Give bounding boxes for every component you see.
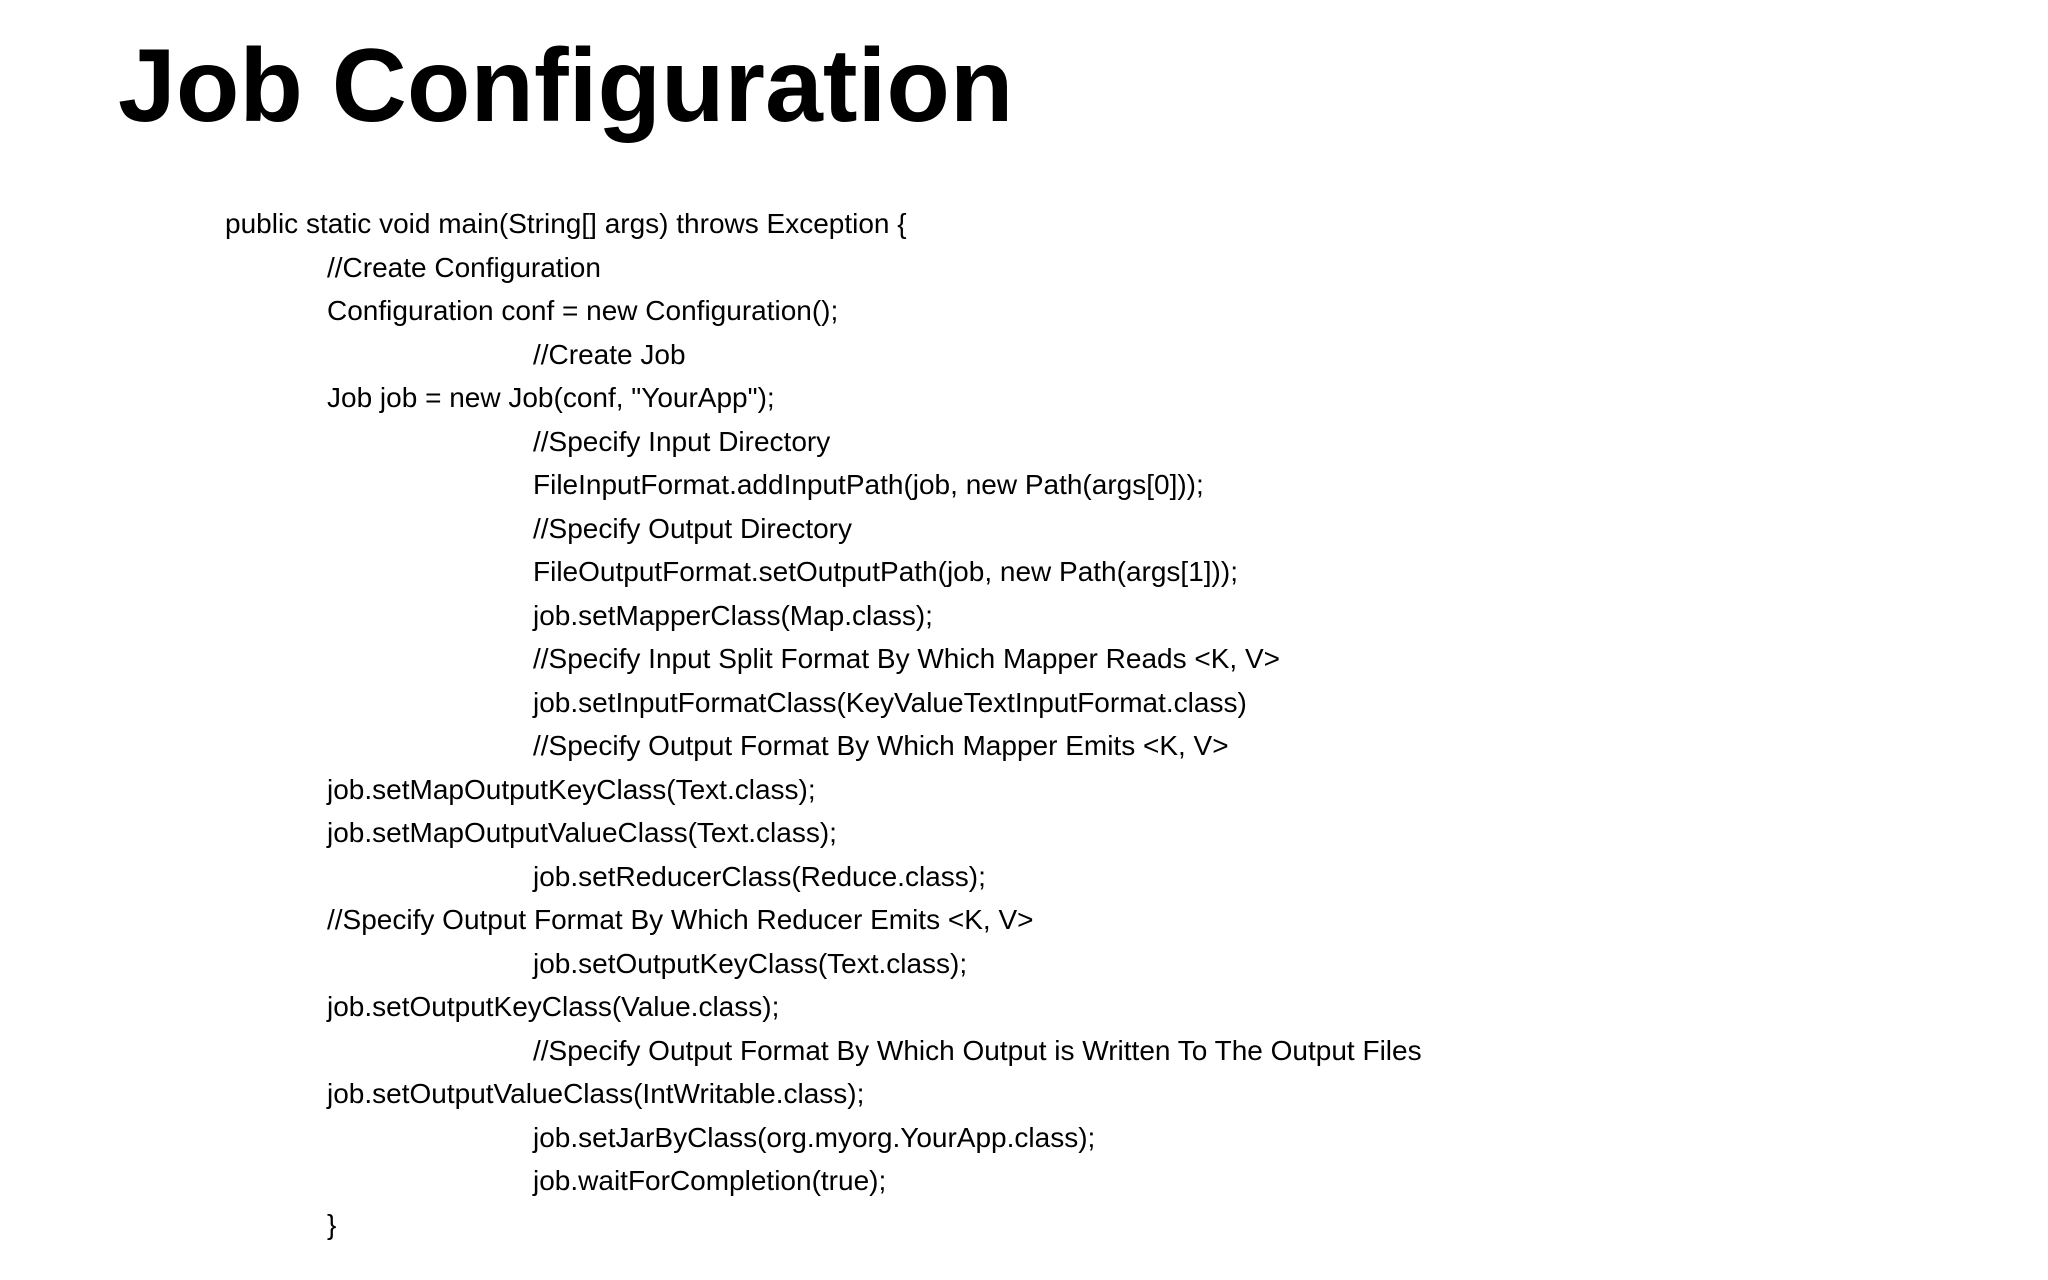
code-line: job.setOutputValueClass(IntWritable.clas… [327,1078,865,1109]
code-line: job.setMapOutputValueClass(Text.class); [327,817,837,848]
code-line: //Specify Input Split Format By Which Ma… [533,643,1280,674]
code-line: } [327,1208,337,1240]
code-line: public static void main(String[] args) t… [225,208,907,239]
code-line: Job job = new Job(conf, "YourApp"); [327,382,775,413]
code-block: public static void main(String[] args) t… [0,202,2048,1246]
code-line: //Create Job [533,338,686,370]
code-line: job.setJarByClass(org.myorg.YourApp.clas… [533,1121,1096,1153]
code-line: //Specify Input Directory [533,425,831,457]
code-line: //Create Configuration [327,251,601,283]
code-line: job.setMapperClass(Map.class); [533,599,933,631]
code-line: job.setOutputKeyClass(Value.class); [327,991,780,1022]
code-line: job.setReducerClass(Reduce.class); [533,860,986,892]
code-line: job.setInputFormatClass(KeyValueTextInpu… [533,686,1247,718]
code-line: job.setOutputKeyClass(Text.class); [533,947,968,979]
code-line: FileOutputFormat.setOutputPath(job, new … [533,556,1238,587]
slide-title: Job Configuration [118,28,1014,144]
code-line: //Specify Output Format By Which Output … [533,1034,1422,1066]
code-line: //Specify Output Directory [533,512,853,544]
code-line: job.waitForCompletion(true); [533,1165,887,1196]
code-line: //Specify Output Format By Which Reducer… [327,904,1034,935]
code-line: FileInputFormat.addInputPath(job, new Pa… [533,469,1204,500]
code-line: job.setMapOutputKeyClass(Text.class); [327,773,816,805]
code-line: Configuration conf = new Configuration()… [327,295,839,326]
code-line: //Specify Output Format By Which Mapper … [533,730,1229,761]
